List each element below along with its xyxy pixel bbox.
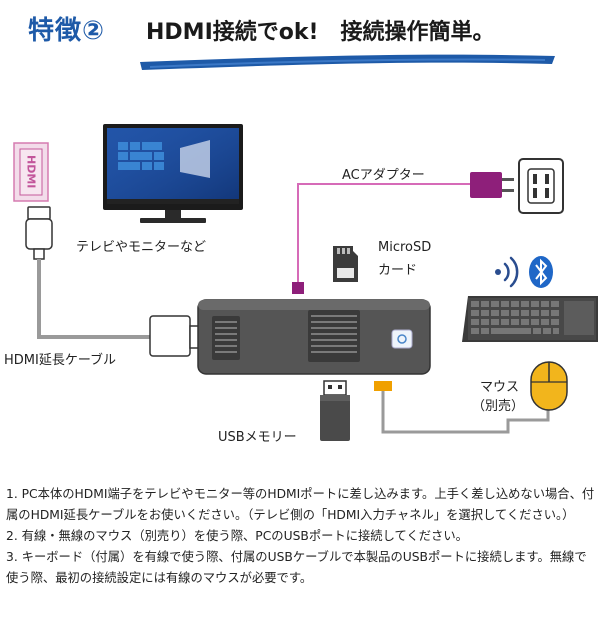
- tv-label: テレビやモニターなど: [76, 240, 207, 255]
- instruction-2: 2. 有線・無線のマウス（別売り）を使う際、PCのUSBポートに接続してください…: [6, 529, 468, 543]
- extension-cable-label: HDMI延長ケーブル: [4, 353, 117, 368]
- title-bar: 特徴② HDMI接続でok! 接続操作簡単。: [0, 8, 600, 52]
- mouse-label-2: （別売）: [472, 399, 525, 414]
- monitor-icon: [103, 124, 243, 223]
- feature-number: 特徴②: [28, 16, 106, 46]
- keyboard-keys: [471, 301, 559, 334]
- microsd-label-2: カード: [378, 263, 418, 278]
- touchpad: [564, 301, 594, 335]
- usb-memory-label: USBメモリー: [218, 430, 297, 445]
- usb-port: [374, 381, 392, 391]
- ac-plug-icon: [470, 172, 514, 198]
- wireless-icon: [495, 256, 519, 288]
- mouse-icon: [530, 361, 568, 411]
- bluetooth-icon: [529, 256, 553, 288]
- dc-jack: [292, 282, 304, 294]
- hdmi-port-icon: [13, 142, 49, 202]
- instruction-3: 3. キーボード（付属）を有線で使う際、付属のUSBケーブルで本製品のUSBポー…: [6, 550, 587, 585]
- instruction-1: 1. PC本体のHDMI端子をテレビやモニター等のHDMIポートに差し込みます。…: [6, 487, 595, 522]
- connection-diagram: [13, 54, 598, 441]
- hdmi-cable: [37, 259, 150, 339]
- microsd-card-icon: [333, 246, 358, 282]
- hdmi-cable-connector: [149, 315, 205, 357]
- headline: HDMI接続でok! 接続操作簡単。: [146, 20, 495, 45]
- hdmi-port-label-box: HDMI: [21, 150, 41, 194]
- power-outlet-icon: [518, 158, 564, 214]
- microsd-label-1: MicroSD: [378, 240, 432, 255]
- usb-memory-icon: [320, 380, 350, 441]
- mouse-label-1: マウス: [480, 380, 520, 395]
- hdmi-port-label: HDMI: [24, 155, 38, 189]
- ac-cable: [297, 183, 474, 286]
- instructions: 1. PC本体のHDMI端子をテレビやモニター等のHDMIポートに差し込みます。…: [6, 484, 598, 589]
- hdmi-plug-icon: [25, 206, 53, 260]
- brush-stroke: [140, 54, 555, 70]
- keyboard-icon: [462, 296, 598, 342]
- pc-stick-icon: [197, 299, 431, 375]
- mouse-cable: [381, 391, 550, 434]
- ac-adapter-label: ACアダプター: [342, 168, 425, 183]
